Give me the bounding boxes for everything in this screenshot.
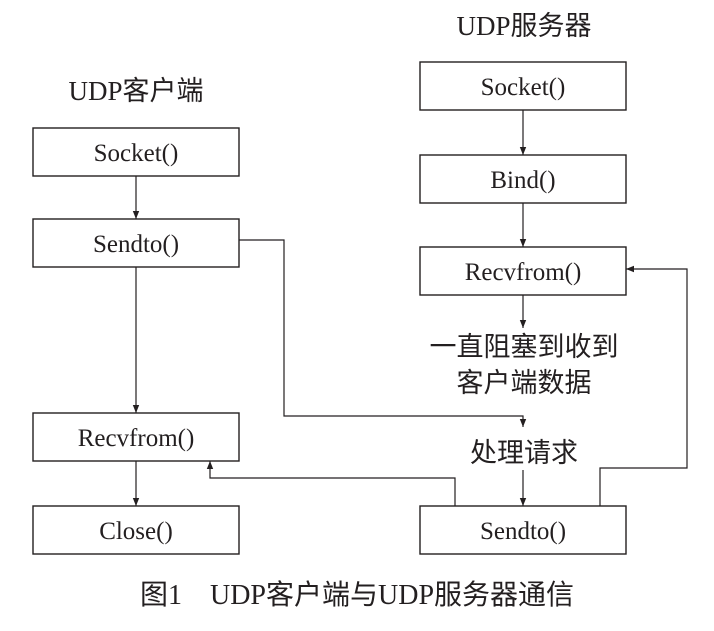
figure-caption: 图1 UDP客户端与UDP服务器通信 bbox=[140, 579, 574, 611]
client-recvfrom-label: Recvfrom() bbox=[78, 425, 195, 452]
arrow-client-sendto-to-server bbox=[239, 239, 527, 427]
server-bind-label: Bind() bbox=[490, 167, 555, 194]
process-request-label: 处理请求 bbox=[470, 438, 578, 468]
client-socket-box: Socket() bbox=[32, 127, 240, 177]
server-bind-box: Bind() bbox=[419, 154, 627, 204]
block-note-line2: 客户端数据 bbox=[457, 368, 592, 398]
client-socket-label: Socket() bbox=[94, 140, 179, 167]
server-title: UDP服务器 bbox=[456, 11, 591, 41]
client-close-label: Close() bbox=[99, 518, 173, 545]
server-recvfrom-label: Recvfrom() bbox=[465, 259, 582, 286]
server-sendto-box: Sendto() bbox=[419, 505, 627, 555]
server-socket-label: Socket() bbox=[481, 74, 566, 101]
server-sendto-label: Sendto() bbox=[480, 518, 566, 545]
client-sendto-label: Sendto() bbox=[93, 231, 179, 258]
client-title: UDP客户端 bbox=[68, 76, 203, 106]
arrow-server-sendto-to-client-recvfrom bbox=[206, 461, 456, 506]
block-note-line1: 一直阻塞到收到 bbox=[430, 332, 619, 362]
arrow-server-loop-back bbox=[599, 265, 688, 506]
server-socket-box: Socket() bbox=[419, 61, 627, 111]
client-recvfrom-box: Recvfrom() bbox=[32, 412, 240, 462]
client-close-box: Close() bbox=[32, 505, 240, 555]
server-recvfrom-box: Recvfrom() bbox=[419, 246, 627, 296]
client-sendto-box: Sendto() bbox=[32, 218, 240, 268]
